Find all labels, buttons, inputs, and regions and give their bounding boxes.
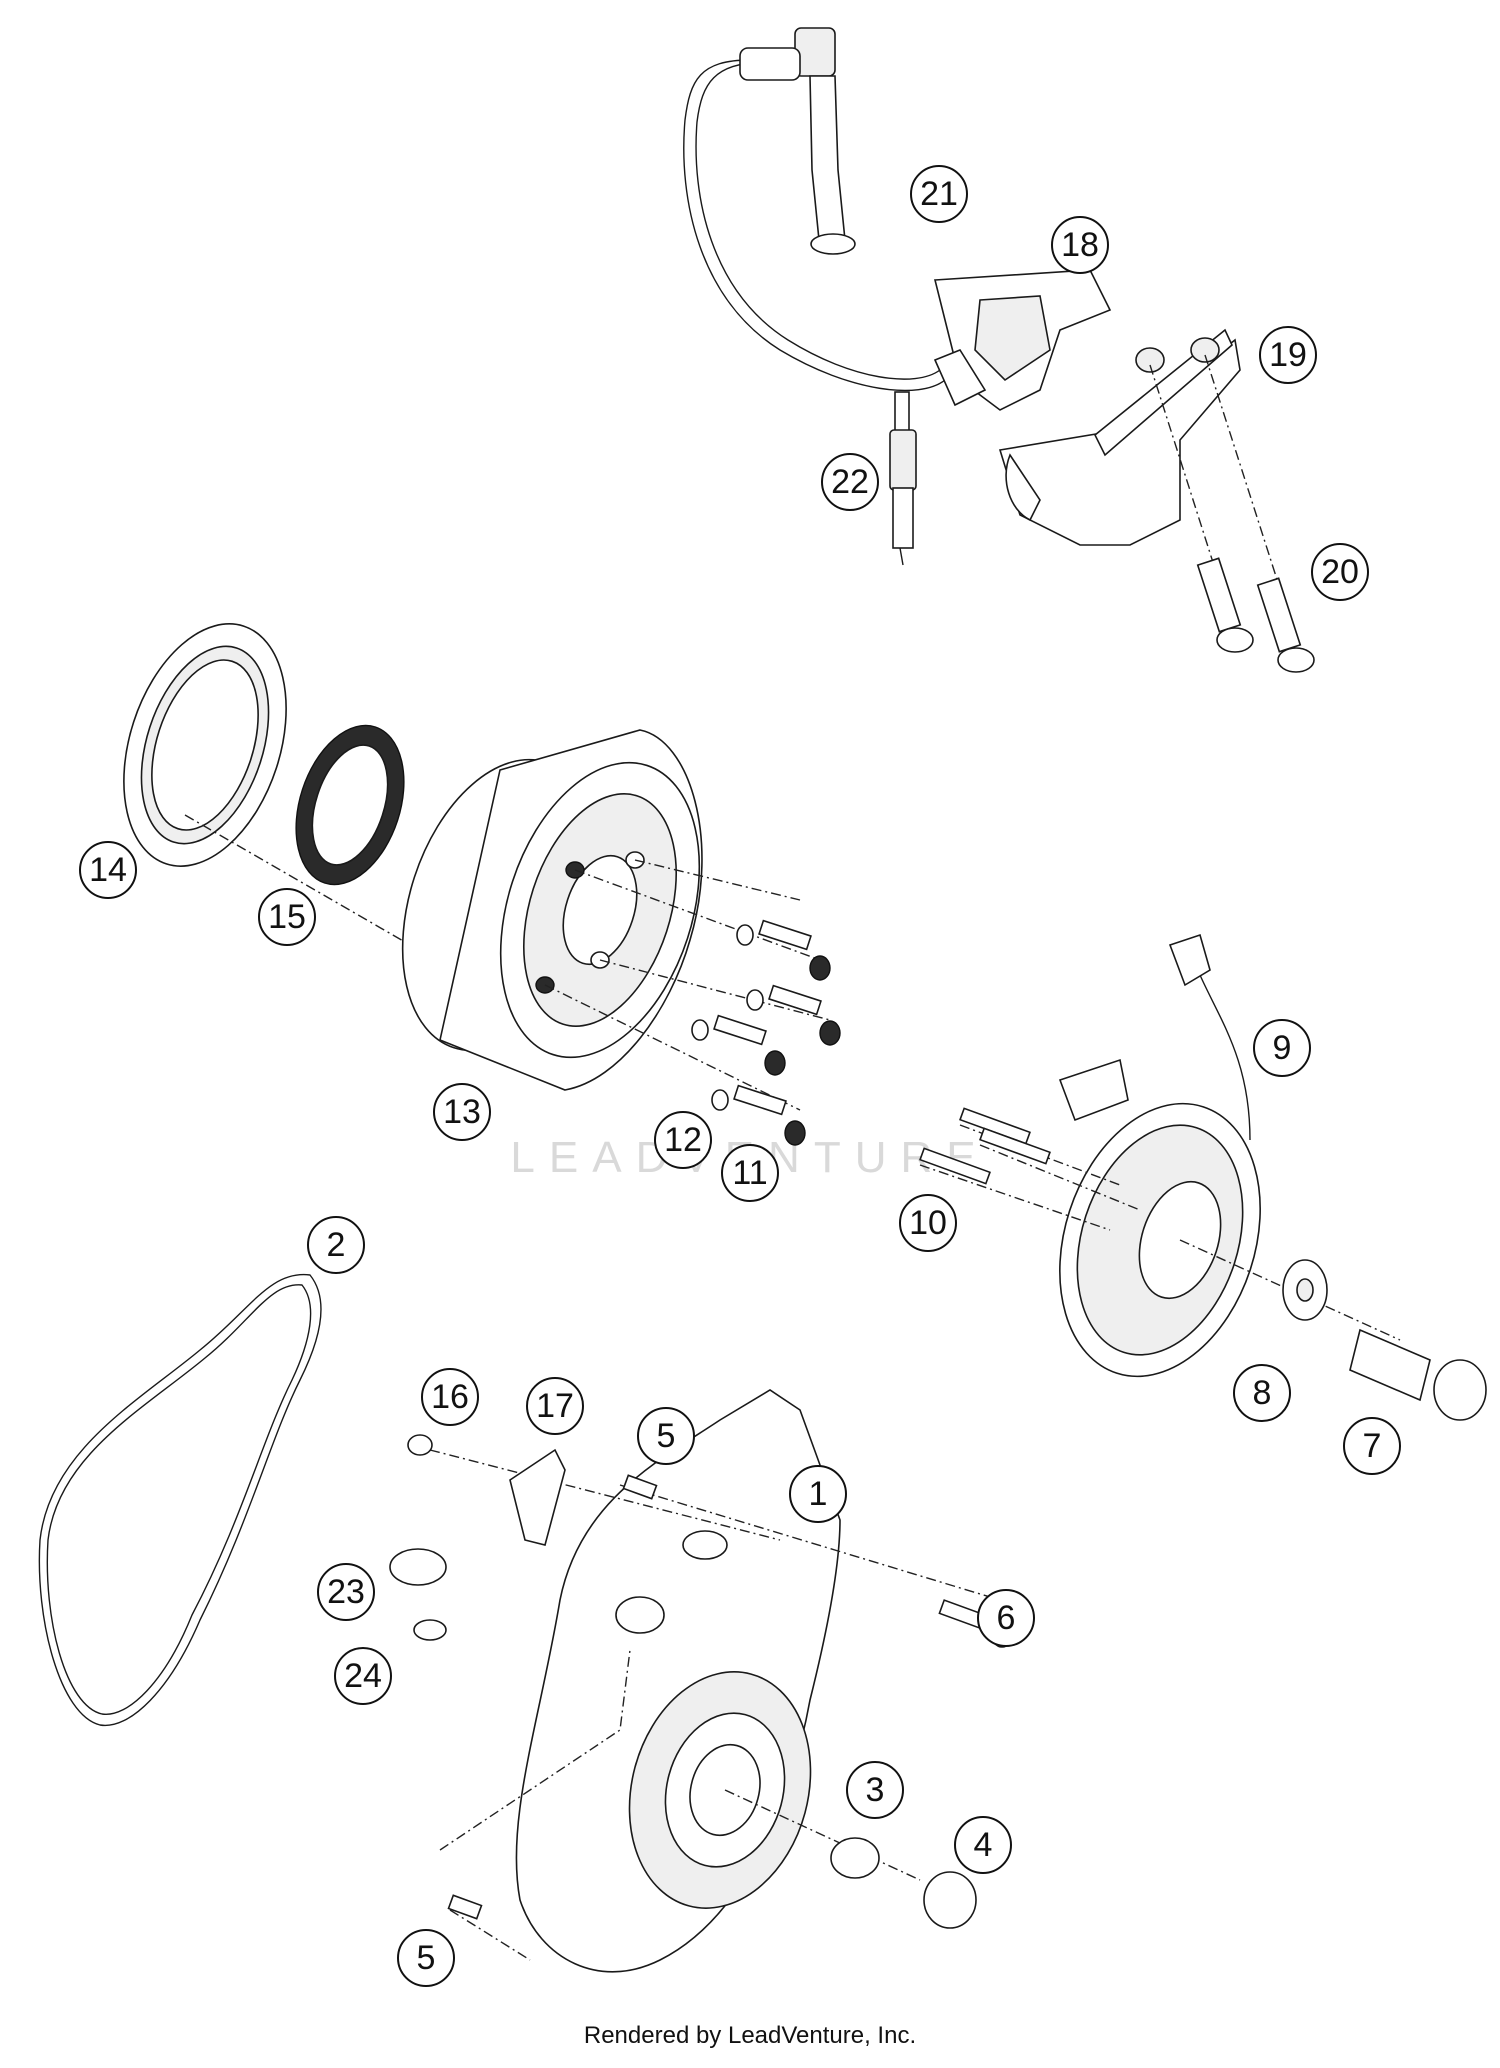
svg-text:2: 2 [327, 1226, 346, 1264]
rotor-flywheel-part [401, 729, 703, 1091]
svg-text:24: 24 [344, 1657, 382, 1695]
svg-text:21: 21 [920, 175, 958, 213]
freewheel-part [295, 724, 405, 886]
svg-text:10: 10 [909, 1204, 947, 1242]
callout-8: 8 [1233, 1364, 1291, 1422]
spark-plug-cable-part [683, 27, 946, 392]
svg-text:20: 20 [1321, 553, 1359, 591]
generator-cover-part [515, 1389, 841, 1973]
stator-part [1058, 933, 1261, 1378]
callout-4: 4 [954, 1816, 1012, 1874]
svg-text:6: 6 [997, 1599, 1016, 1637]
spark-plug-part [889, 391, 917, 566]
callout-15: 15 [258, 888, 316, 946]
callout-19: 19 [1259, 326, 1317, 384]
svg-text:15: 15 [268, 898, 306, 936]
svg-text:22: 22 [831, 463, 869, 501]
callout-7: 7 [1343, 1417, 1401, 1475]
svg-text:19: 19 [1269, 336, 1307, 374]
svg-text:3: 3 [866, 1771, 885, 1809]
callout-24: 24 [334, 1647, 392, 1705]
svg-text:4: 4 [974, 1826, 993, 1864]
callout-1: 1 [789, 1465, 847, 1523]
callout-6: 6 [977, 1589, 1035, 1647]
svg-text:1: 1 [809, 1475, 828, 1513]
svg-text:12: 12 [664, 1121, 702, 1159]
callout-5-lower: 5 [397, 1929, 455, 1987]
svg-text:11: 11 [732, 1154, 767, 1192]
callout-22: 22 [821, 453, 879, 511]
callout-20: 20 [1311, 543, 1369, 601]
svg-text:14: 14 [89, 851, 127, 889]
render-credit: Rendered by LeadVenture, Inc. [583, 2022, 917, 2049]
callout-18: 18 [1051, 216, 1109, 274]
coil-bracket-part [998, 328, 1241, 546]
callout-14: 14 [79, 841, 137, 899]
cover-gasket-part [38, 1273, 322, 1727]
callout-5-upper: 5 [637, 1407, 695, 1465]
callout-3: 3 [846, 1761, 904, 1819]
stator-seal-ring-part [123, 623, 287, 867]
bracket-screws-part [1149, 354, 1315, 673]
svg-text:13: 13 [443, 1093, 481, 1131]
svg-text:23: 23 [327, 1573, 365, 1611]
callout-21: 21 [910, 165, 968, 223]
svg-text:8: 8 [1253, 1374, 1272, 1412]
svg-text:9: 9 [1273, 1029, 1292, 1067]
svg-text:18: 18 [1061, 226, 1099, 264]
stator-screws-part [919, 1107, 1141, 1231]
rotor-nut-washer-part [1179, 1239, 1487, 1421]
svg-text:7: 7 [1363, 1427, 1382, 1465]
svg-text:16: 16 [431, 1378, 469, 1416]
callout-17: 17 [526, 1377, 584, 1435]
ignition-coil-part [933, 269, 1112, 411]
callout-11: 11 [721, 1144, 779, 1202]
callout-2: 2 [307, 1216, 365, 1274]
callout-13: 13 [433, 1083, 491, 1141]
svg-text:5: 5 [417, 1939, 436, 1977]
callout-12: 12 [654, 1111, 712, 1169]
callout-10: 10 [899, 1194, 957, 1252]
callout-9: 9 [1253, 1019, 1311, 1077]
svg-text:5: 5 [657, 1417, 676, 1455]
rotor-bolts-part [544, 859, 841, 1146]
svg-text:17: 17 [536, 1387, 574, 1425]
callout-16: 16 [421, 1368, 479, 1426]
callout-23: 23 [317, 1563, 375, 1621]
